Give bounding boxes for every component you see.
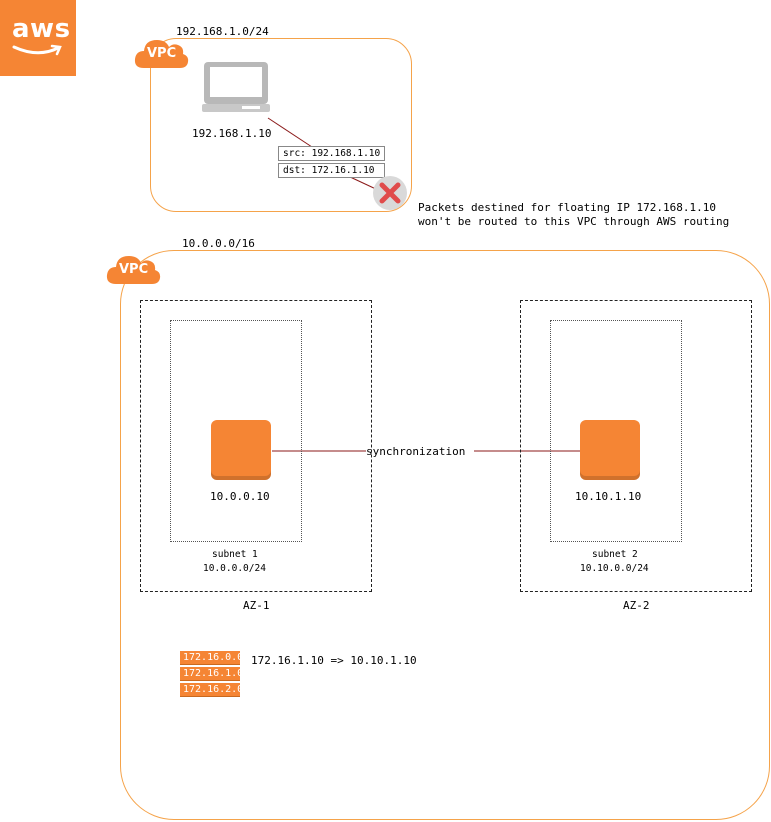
computer-icon xyxy=(202,62,270,112)
subnet2-container xyxy=(550,320,682,542)
vpc-top-cidr: 192.168.1.0/24 xyxy=(176,25,269,38)
packet-src: src: 192.168.1.10 xyxy=(278,146,386,161)
aws-logo-text: aws xyxy=(12,14,71,44)
az1-container xyxy=(140,300,372,592)
az2-container xyxy=(520,300,752,592)
sync-label: synchronization xyxy=(366,445,466,458)
route-tags: 172.16.0.0 172.16.1.0 172.16.2.0 xyxy=(180,651,243,697)
instance-az1-ip: 10.0.0.10 xyxy=(210,490,270,503)
packet-header: src: 192.168.1.10 dst: 172.16.1.10 xyxy=(278,146,386,178)
vpc-main-container xyxy=(120,250,770,820)
routing-note-line2: won't be routed to this VPC through AWS … xyxy=(418,215,730,228)
vpc-main-cidr: 10.0.0.0/16 xyxy=(182,237,255,250)
route-tag: 172.16.0.0 xyxy=(180,651,243,665)
subnet1-name: subnet 1 xyxy=(212,549,258,560)
subnet1-cidr: 10.0.0.0/24 xyxy=(203,563,266,574)
host-to-packet-line xyxy=(267,117,313,148)
route-tag: 172.16.2.0 xyxy=(180,683,243,697)
packet-to-block-line xyxy=(347,175,379,191)
route-rule: 172.16.1.10 => 10.10.1.10 xyxy=(251,654,417,667)
subnet1-container xyxy=(170,320,302,542)
vpc-top-badge-label: VPC xyxy=(147,46,177,61)
route-tag: 172.16.1.0 xyxy=(180,667,243,681)
host-ip-label: 192.168.1.10 xyxy=(192,127,272,140)
vpc-main-badge: VPC xyxy=(104,248,162,288)
cloud-icon xyxy=(106,256,161,284)
az1-label: AZ-1 xyxy=(243,599,270,612)
vpc-top-badge: VPC xyxy=(132,34,190,72)
ec2-instance-az1 xyxy=(211,420,271,480)
subnet2-cidr: 10.10.0.0/24 xyxy=(580,563,649,574)
ec2-instance-az2 xyxy=(580,420,640,480)
cloud-icon xyxy=(134,40,189,68)
subnet2-name: subnet 2 xyxy=(592,549,638,560)
vpc-main-badge-label: VPC xyxy=(119,262,149,277)
az2-label: AZ-2 xyxy=(623,599,650,612)
vpc-top-container xyxy=(150,38,412,212)
packet-dst: dst: 172.16.1.10 xyxy=(278,163,386,178)
aws-smile-icon xyxy=(12,44,62,56)
instance-az2-ip: 10.10.1.10 xyxy=(575,490,642,503)
routing-note-line1: Packets destined for floating IP 172.168… xyxy=(418,201,717,214)
aws-logo: aws xyxy=(0,0,76,76)
x-circle-icon xyxy=(373,176,407,210)
